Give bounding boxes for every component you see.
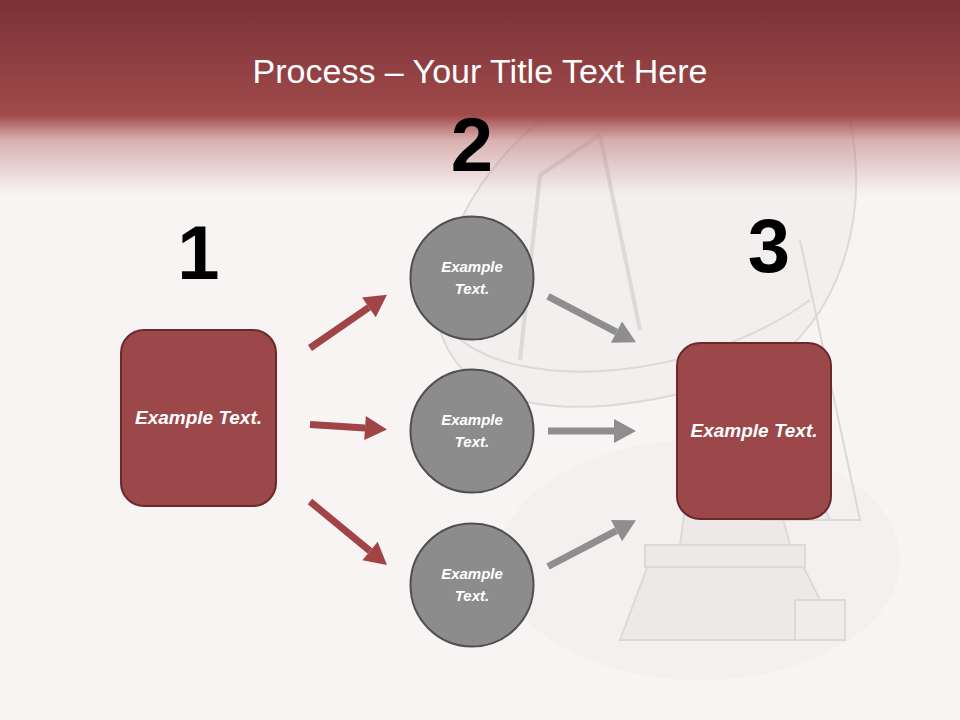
- flow-arrow: [310, 502, 387, 565]
- node-text: Example Text.: [690, 417, 817, 446]
- step-number: 2: [369, 107, 575, 183]
- process-circle: 2Example Text.: [409, 215, 535, 341]
- slide-title: Process – Your Title Text Here: [0, 52, 960, 91]
- flow-arrow: [548, 419, 636, 443]
- process-circle: Example Text.: [409, 522, 535, 648]
- step-number: 1: [82, 215, 315, 291]
- process-circle: Example Text.: [409, 368, 535, 494]
- process-box: 3Example Text.: [676, 342, 832, 520]
- process-box: 1Example Text.: [120, 329, 277, 507]
- node-text: Example Text.: [135, 404, 262, 433]
- node-text: Example Text.: [427, 256, 517, 301]
- flow-arrow: [310, 295, 387, 348]
- circle-outline: [409, 215, 535, 341]
- flow-arrow: [548, 296, 636, 342]
- node-text: Example Text.: [427, 563, 517, 608]
- circle-outline: [409, 522, 535, 648]
- node-text: Example Text.: [427, 409, 517, 454]
- circle-outline: [409, 368, 535, 494]
- flow-arrow: [310, 416, 387, 440]
- step-number: 3: [653, 208, 885, 284]
- flow-arrow: [548, 520, 636, 567]
